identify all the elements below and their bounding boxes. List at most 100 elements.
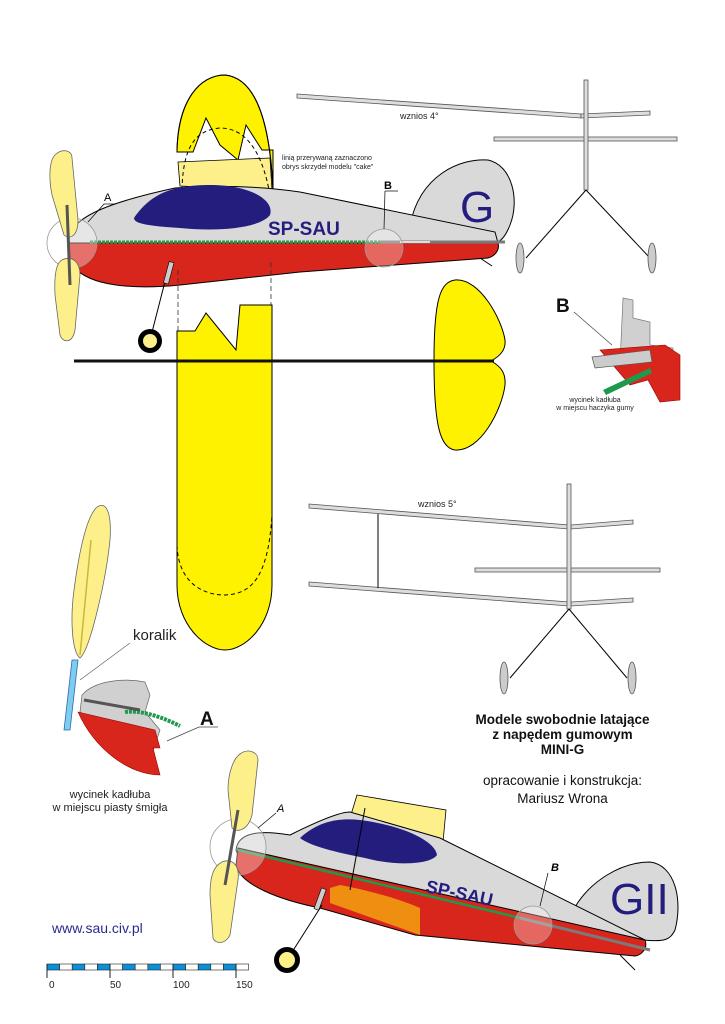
detail-a-nose-red	[77, 711, 161, 776]
scale-segment	[134, 963, 149, 971]
website-link[interactable]: www.sau.civ.pl	[52, 920, 143, 936]
tail-letter: G	[460, 183, 494, 232]
propeller-blade-upper	[49, 150, 79, 238]
dihedral-label-5: wznios 5°	[417, 499, 457, 509]
scale-segment	[160, 963, 174, 971]
label-a-leader-gii	[257, 812, 277, 829]
orange-panel	[330, 885, 420, 935]
wing-left-panel	[296, 93, 582, 119]
scale-segment	[172, 963, 186, 971]
detail-a-caption-2: w miejscu piasty śmigła	[52, 802, 169, 814]
label-a-leader	[87, 203, 105, 223]
detail-a: koralik A wycinek kadłuba w miejscu pias…	[52, 505, 218, 814]
title-line-2: z napędem gumowym	[492, 727, 633, 742]
scale-segment	[97, 963, 111, 971]
detail-b-label: B	[556, 296, 570, 317]
motor-stick-gii	[519, 916, 651, 952]
detail-a-label: A	[200, 709, 214, 730]
detail-a-shaft	[83, 698, 141, 712]
gear-left-strut	[525, 189, 587, 259]
wheel-right-2	[627, 661, 637, 695]
gear-right-strut-2	[568, 608, 628, 679]
koralik-leader	[79, 642, 131, 681]
propeller-blade-lower	[54, 258, 81, 342]
dihedral-label-4: wznios 4°	[399, 111, 439, 121]
fin-front-2	[566, 483, 572, 610]
title-block: Modele swobodnie latające z napędem gumo…	[440, 712, 685, 807]
author-name: Mariusz Wrona	[517, 791, 608, 806]
scale-segment	[235, 963, 249, 971]
detail-b-marker-gii	[513, 905, 553, 945]
wheel-hub	[143, 334, 157, 348]
stabilizer-plan	[433, 279, 506, 451]
tail-skid	[479, 257, 493, 267]
detail-a-rubber	[124, 709, 181, 728]
detail-b-hook-block	[591, 349, 653, 369]
scale-segment	[71, 963, 86, 971]
detail-b: B wycinek kadłuba w miejscu haczyka gumy	[555, 296, 681, 412]
upper-wing-right	[570, 519, 634, 530]
wheel-right	[647, 242, 657, 274]
cake-wing-plan-dashed	[176, 514, 273, 596]
scale-segment	[223, 963, 237, 971]
scale-segment	[185, 963, 199, 971]
wheel-left-2	[499, 661, 509, 695]
canopy-gii	[300, 819, 437, 864]
tail-skid-gii	[619, 954, 636, 971]
wheel-left	[515, 242, 525, 274]
gear-mount	[163, 261, 175, 285]
gear-mount-gii	[313, 887, 327, 911]
cake-wing-dashed-outline	[181, 127, 271, 196]
wing-right-panel	[580, 110, 651, 119]
lower-wing-right	[570, 597, 634, 607]
detail-b-arrow	[573, 311, 613, 346]
koralik-label: koralik	[133, 627, 177, 644]
fuselage-lower	[67, 242, 499, 288]
front-view-upper: wznios 4°	[296, 79, 678, 274]
registration-text: SP-SAU	[268, 219, 340, 240]
detail-a-blade-spar	[79, 539, 92, 656]
canopy	[134, 185, 271, 230]
scale-segment	[46, 963, 60, 971]
side-view-model-g: G SP-SAU A B linią przerywaną zaznaczono…	[46, 74, 515, 353]
label-b-leader-gii	[539, 872, 549, 907]
label-b-gii: B	[551, 862, 559, 874]
detail-a-shaft-tube	[63, 659, 79, 731]
detail-a-arrow	[166, 726, 200, 742]
scale-segment	[84, 963, 98, 971]
title-line-1: Modele swobodnie latające	[475, 712, 650, 727]
fin-front	[583, 79, 589, 191]
scale-segment	[109, 963, 123, 971]
scale-tick-0: 0	[49, 980, 55, 991]
dashed-note-line1: linią przerywaną zaznaczono	[282, 155, 372, 162]
rubber-motor-gii	[237, 848, 521, 920]
tail-letter-gii: GII	[610, 875, 669, 924]
propeller-blade-upper-gii	[227, 750, 259, 831]
scale-segment	[210, 963, 224, 971]
plan-view-model-g	[74, 279, 506, 651]
wing-band	[177, 157, 273, 191]
scale-segment	[147, 963, 161, 971]
label-a: A	[104, 192, 112, 204]
label-b-leader	[383, 190, 386, 230]
wing-top-cut-outline	[176, 74, 274, 193]
label-a-gii: A	[276, 803, 284, 815]
propeller-hub	[65, 204, 72, 286]
title-line-3: MINI-G	[540, 742, 585, 757]
gear-left-strut-2	[509, 608, 570, 679]
front-view-lower: wznios 5°	[308, 483, 661, 695]
wing-spar-line	[349, 807, 366, 891]
propeller-hub-gii	[223, 809, 240, 886]
scale-segment	[59, 963, 73, 971]
scale-tick-150: 150	[236, 980, 253, 991]
detail-b-rubber	[603, 368, 652, 395]
label-b: B	[384, 180, 392, 192]
scale-bar	[46, 963, 249, 978]
scale-segment	[122, 963, 136, 971]
lower-wing-left	[308, 581, 570, 607]
detail-b-caption-1: wycinek kadłuba	[568, 397, 620, 404]
detail-a-caption-1: wycinek kadłuba	[69, 789, 152, 801]
main-wing-plan	[176, 304, 273, 651]
wheel-hub-gii	[279, 952, 295, 968]
